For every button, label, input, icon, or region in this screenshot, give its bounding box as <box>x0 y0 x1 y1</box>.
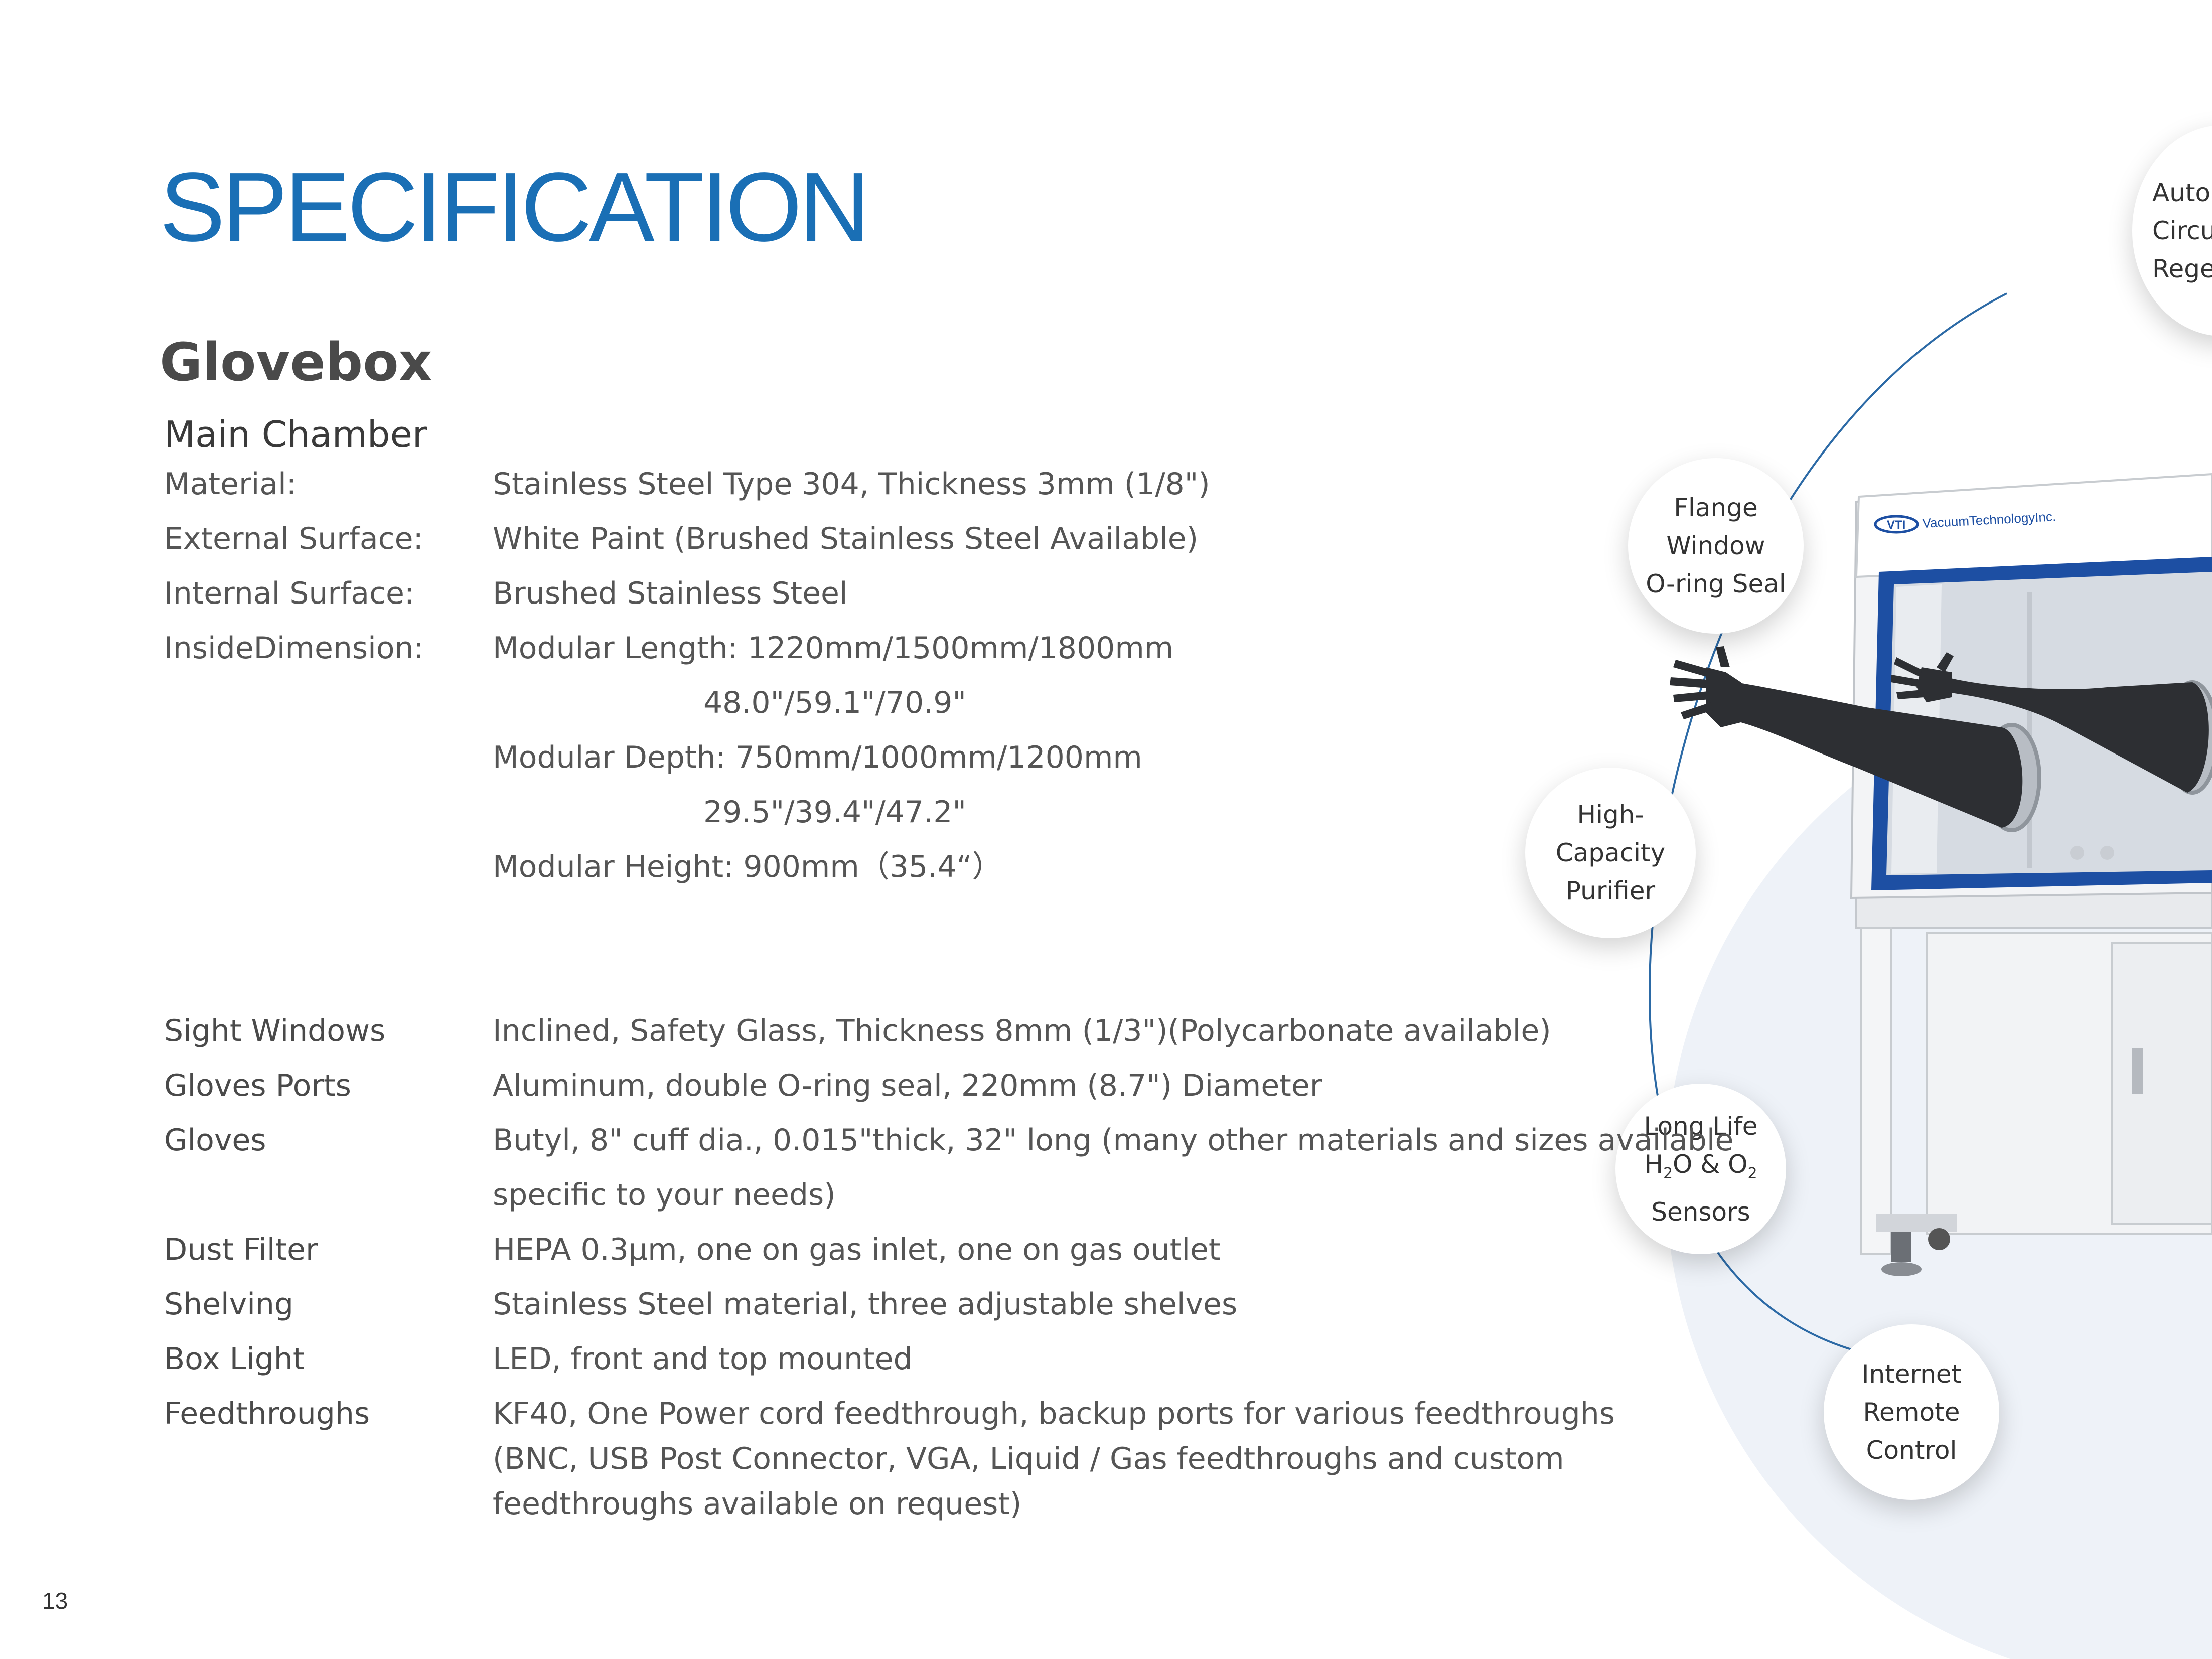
section-title: Glovebox <box>160 332 432 393</box>
dust-filter-value: HEPA 0.3μm, one on gas inlet, one on gas… <box>493 1232 1221 1267</box>
sight-windows-value: Inclined, Safety Glass, Thickness 8mm (1… <box>493 1013 1551 1048</box>
page-number: 13 <box>42 1588 68 1614</box>
callout-remote-line-2: Remote <box>1863 1398 1960 1427</box>
callout-sensors-line-2: H2O & O2 <box>1644 1149 1757 1182</box>
shelving-label: Shelving <box>164 1287 293 1322</box>
inside-dimension-label: InsideDimension: <box>164 631 424 666</box>
callout-flange-line-1: Flange Window <box>1666 493 1765 560</box>
modular-height-value: Modular Height: 900mm（35.4“） <box>493 849 1002 884</box>
callout-auto-line-1: Auto <box>2152 178 2211 207</box>
feedthroughs-value: KF40, One Power cord feedthrough, backup… <box>493 1396 1615 1522</box>
dust-filter-label: Dust Filter <box>164 1232 318 1267</box>
material-label: Material: <box>164 467 297 502</box>
callout-auto-line-2: Circu <box>2152 216 2212 245</box>
glovebox-body <box>1850 473 2212 899</box>
subsection-title: Main Chamber <box>164 413 427 456</box>
callout-sensors: Long Life H2O & O2 Sensors <box>1615 1084 1786 1254</box>
callout-remote-line-3: Control <box>1866 1436 1957 1465</box>
internal-surface-label: Internal Surface: <box>164 576 415 611</box>
callout-purifier-line-1: High-Capacity <box>1555 800 1666 867</box>
page-title: SPECIFICATION <box>160 152 870 262</box>
callout-flange-line-2: O-ring Seal <box>1646 569 1786 598</box>
gloves <box>1670 646 2209 828</box>
modular-depth-value: Modular Depth: 750mm/1000mm/1200mm <box>493 740 1142 775</box>
material-value: Stainless Steel Type 304, Thickness 3mm … <box>493 467 1210 502</box>
brand-logo-text: VacuumTechnologyInc. <box>1922 509 2056 531</box>
callout-purifier-line-2: Purifier <box>1565 876 1656 906</box>
callout-remote-line-1: Internet <box>1861 1360 1962 1389</box>
callout-sensors-line-3: Sensors <box>1651 1197 1750 1227</box>
gloves-label: Gloves <box>164 1123 266 1158</box>
gloves-ports-value: Aluminum, double O-ring seal, 220mm (8.7… <box>493 1068 1322 1103</box>
modular-length-inch: 48.0"/59.1"/70.9" <box>703 685 967 720</box>
brand-logo-mark: VTI <box>1887 518 1905 532</box>
sight-windows-label: Sight Windows <box>164 1013 386 1048</box>
callout-purifier: High-Capacity Purifier <box>1525 768 1696 938</box>
external-surface-label: External Surface: <box>164 521 423 556</box>
callout-flange-window: Flange Window O-ring Seal <box>1628 458 1804 634</box>
modular-length-value: Modular Length: 1220mm/1500mm/1800mm <box>493 631 1174 666</box>
modular-depth-inch: 29.5"/39.4"/47.2" <box>703 795 967 830</box>
box-light-value: LED, front and top mounted <box>493 1341 913 1377</box>
external-surface-value: White Paint (Brushed Stainless Steel Ava… <box>493 521 1199 556</box>
box-light-label: Box Light <box>164 1341 305 1377</box>
callout-auto-line-3: Regen <box>2152 254 2212 283</box>
callout-auto-regeneration: Auto Circu Regen <box>2132 125 2212 336</box>
gloves-value-line-2: specific to your needs) <box>493 1177 836 1213</box>
gloves-value-line-1: Butyl, 8" cuff dia., 0.015"thick, 32" lo… <box>493 1123 1734 1158</box>
shelving-value: Stainless Steel material, three adjustab… <box>493 1287 1238 1322</box>
gloves-ports-label: Gloves Ports <box>164 1068 351 1103</box>
feedthroughs-label: Feedthroughs <box>164 1396 370 1431</box>
internal-surface-value: Brushed Stainless Steel <box>493 576 848 611</box>
glovebox-cabinet <box>1855 892 2212 1276</box>
callout-sensors-line-1: Long Life <box>1644 1111 1758 1141</box>
callout-remote-control: Internet Remote Control <box>1824 1324 1999 1500</box>
